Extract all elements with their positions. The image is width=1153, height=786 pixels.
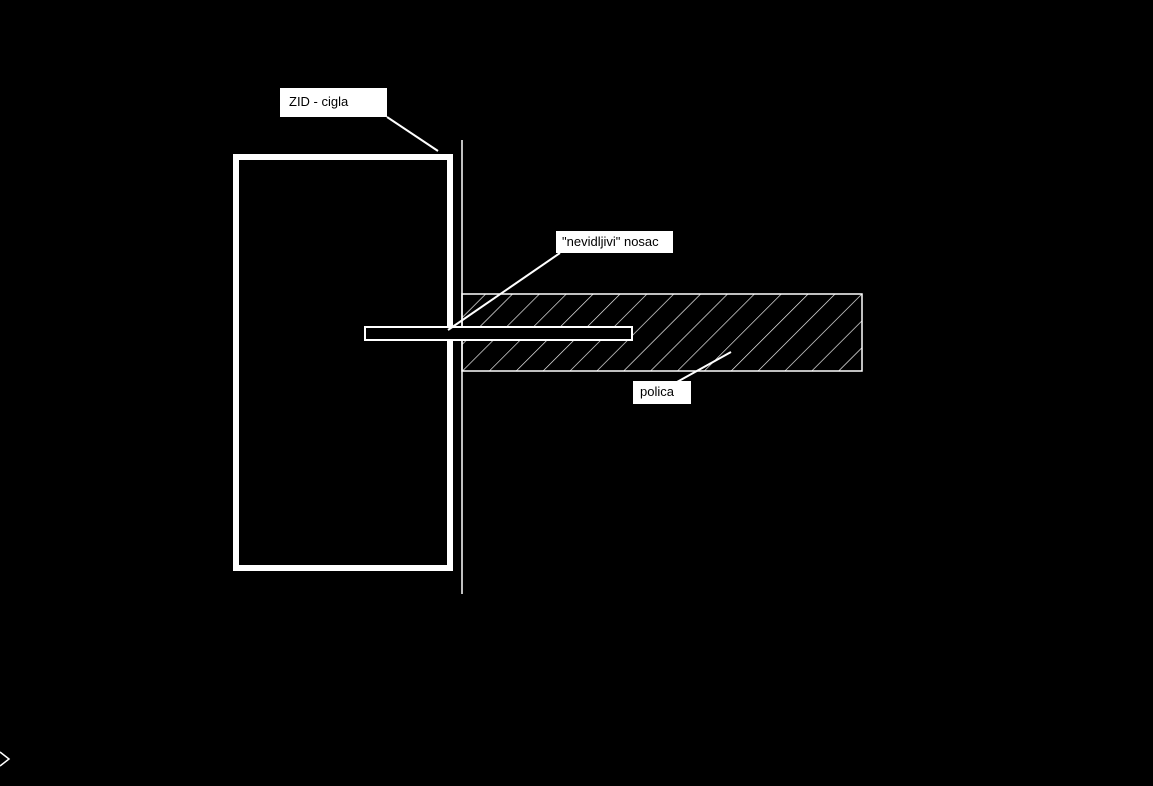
wall-leader-line <box>386 116 439 152</box>
shelf-label: polica <box>633 381 691 404</box>
wall-rectangle <box>233 154 453 571</box>
wall-label: ZID - cigla <box>280 88 387 117</box>
shelf-leader-line <box>676 351 732 383</box>
bracket-rectangle <box>364 326 633 341</box>
bracket-leader-line <box>447 252 561 331</box>
edge-arrow-mark <box>0 751 11 767</box>
bracket-label: "nevidljivi" nosac <box>556 231 673 253</box>
